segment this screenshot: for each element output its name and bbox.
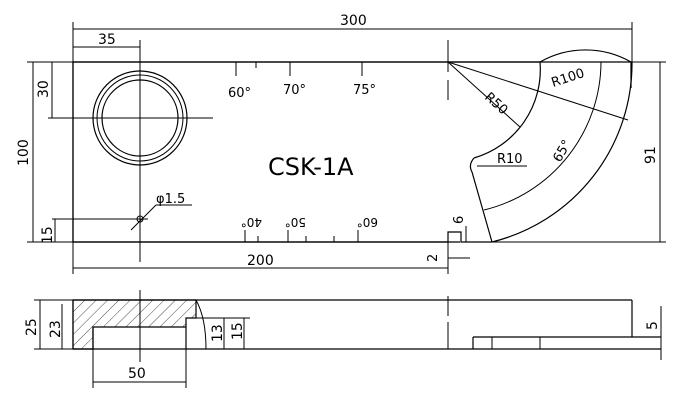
dim-13-label: 13	[210, 324, 226, 342]
dim-30-label: 30	[36, 80, 52, 98]
hatched-section	[72, 299, 197, 350]
side-curve	[195, 299, 207, 350]
label-r100: R100	[550, 66, 587, 91]
radial-line-r100	[447, 61, 629, 121]
angle-label-70-top: 70°	[283, 83, 306, 98]
bottom-slot	[447, 231, 492, 243]
dim-100-label: 100	[16, 139, 32, 166]
label-small-hole-dia: φ1.5	[156, 192, 185, 207]
label-r10: R10	[497, 152, 523, 167]
angle-label-60-bottom: 60°	[357, 215, 378, 229]
angle-label-60-top: 60°	[228, 86, 251, 101]
dim-300-label: 300	[340, 13, 367, 29]
block-title: CSK-1A	[268, 153, 354, 181]
front-view: CSK-1A 60° 70° 75° 40° 50° 60° R50 R100 …	[16, 13, 666, 274]
dim-25-label: 25	[24, 318, 40, 336]
dim-200-label: 200	[247, 253, 274, 269]
r50-arc	[473, 61, 541, 159]
radial-line-r50	[447, 61, 521, 128]
dim-23-label: 23	[48, 320, 64, 338]
dim-6-label: 6	[452, 216, 467, 224]
r100-arc	[491, 61, 633, 243]
angle-label-50-bottom: 50°	[285, 215, 306, 229]
dim-2-label: 2	[426, 254, 441, 262]
dim-15-label: 15	[40, 226, 56, 244]
label-65-arc: 65°	[550, 138, 575, 165]
r10-cutout	[469, 157, 493, 243]
angle-label-40-bottom: 40°	[241, 215, 262, 229]
angle-label-75-top: 75°	[353, 83, 376, 98]
dim-5-label: 5	[645, 321, 661, 330]
side-view: 25 23 13 15 50 5	[24, 290, 662, 388]
small-hole-leader	[130, 204, 157, 231]
mid-arc-65	[483, 61, 602, 211]
dim-15b-label: 15	[230, 322, 246, 340]
dim-50-label: 50	[128, 366, 146, 382]
dim-91-label: 91	[643, 146, 659, 164]
recess-outline	[92, 327, 187, 349]
dim-35-label: 35	[98, 32, 116, 48]
